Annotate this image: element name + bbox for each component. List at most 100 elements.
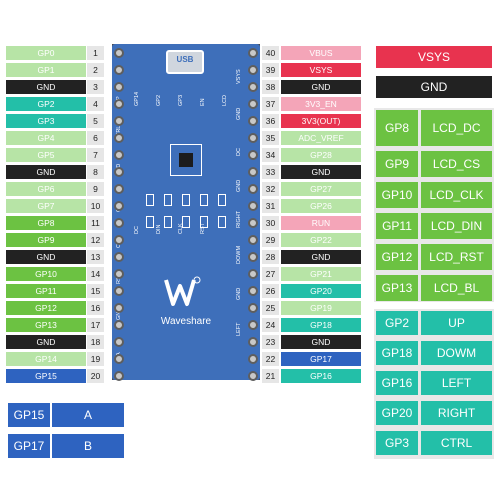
pin-number: 20 — [87, 369, 104, 383]
pin-hole — [114, 354, 124, 364]
pico-board: USB UPCTRLGNDCSCLKRSTGNDAVSYSGNDDCGNDRIG… — [112, 44, 260, 380]
button-function-label: B — [52, 434, 124, 458]
pin-label: GP22 — [281, 233, 361, 247]
joystick-function-label: DOWM — [421, 341, 492, 365]
pin-label: GP18 — [281, 318, 361, 332]
joystick-gp-label: GP16 — [376, 371, 418, 395]
pin-hole — [114, 201, 124, 211]
usb-connector: USB — [166, 50, 204, 74]
pin-label: GND — [6, 335, 86, 349]
pin-number: 5 — [87, 114, 104, 128]
pin-number: 39 — [262, 63, 279, 77]
solder-pad — [146, 216, 154, 228]
pin-hole — [114, 303, 124, 313]
lcd-gp-label: GP11 — [376, 213, 418, 239]
pin-label: GP17 — [281, 352, 361, 366]
silk-right-label: VSYS — [236, 69, 242, 84]
lcd-gp-label: GP10 — [376, 182, 418, 208]
pin-number: 30 — [262, 216, 279, 230]
pin-hole — [114, 116, 124, 126]
pin-hole — [248, 82, 258, 92]
pin-label: GP5 — [6, 148, 86, 162]
pin-number: 40 — [262, 46, 279, 60]
pin-label: GP27 — [281, 182, 361, 196]
pin-number: 19 — [87, 352, 104, 366]
silk-right-label: DC — [236, 148, 242, 156]
pin-label: GP7 — [6, 199, 86, 213]
pin-label: GP4 — [6, 131, 86, 145]
pin-number: 7 — [87, 148, 104, 162]
pin-hole — [248, 320, 258, 330]
silk-mid-label: DIN — [156, 224, 162, 234]
pin-number: 13 — [87, 250, 104, 264]
pin-number: 27 — [262, 267, 279, 281]
waveshare-logo-icon — [162, 272, 202, 312]
pin-label: GP15 — [6, 369, 86, 383]
pin-hole — [248, 201, 258, 211]
lcd-gp-label: GP12 — [376, 244, 418, 270]
pin-number: 21 — [262, 369, 279, 383]
pin-hole — [248, 116, 258, 126]
pin-hole — [114, 65, 124, 75]
silk-right-label: GND — [236, 179, 242, 192]
silk-right-label: DOWM — [236, 245, 242, 264]
pin-hole — [114, 252, 124, 262]
pin-hole — [248, 184, 258, 194]
pin-hole — [114, 337, 124, 347]
pin-hole — [114, 269, 124, 279]
pin-number: 18 — [87, 335, 104, 349]
pin-hole — [248, 303, 258, 313]
pin-hole — [248, 286, 258, 296]
pin-hole — [248, 354, 258, 364]
pin-hole — [248, 150, 258, 160]
solder-pad — [164, 194, 172, 206]
pin-label: GP19 — [281, 301, 361, 315]
pin-label: GP28 — [281, 148, 361, 162]
pin-hole — [248, 99, 258, 109]
pin-number: 22 — [262, 352, 279, 366]
pin-number: 11 — [87, 216, 104, 230]
pin-hole — [114, 235, 124, 245]
silk-mid-label: GP3 — [178, 94, 184, 106]
lcd-function-label: LCD_BL — [421, 275, 492, 301]
pin-number: 37 — [262, 97, 279, 111]
pin-number: 32 — [262, 182, 279, 196]
pin-label: GP26 — [281, 199, 361, 213]
pin-label: GP11 — [6, 284, 86, 298]
pin-label: ADC_VREF — [281, 131, 361, 145]
lcd-function-label: LCD_CS — [421, 151, 492, 177]
joystick-gp-label: GP2 — [376, 311, 418, 335]
pin-number: 35 — [262, 131, 279, 145]
pin-hole — [114, 320, 124, 330]
joystick-gp-label: GP3 — [376, 431, 418, 455]
solder-pad — [200, 216, 208, 228]
solder-pad — [218, 216, 226, 228]
pin-number: 12 — [87, 233, 104, 247]
solder-pad — [164, 216, 172, 228]
pin-label: GND — [281, 250, 361, 264]
silk-mid-label: EN — [200, 98, 206, 106]
lcd-function-label: LCD_DC — [421, 110, 492, 146]
pin-label: GND — [6, 250, 86, 264]
pin-number: 31 — [262, 199, 279, 213]
pin-hole — [248, 269, 258, 279]
lcd-function-label: LCD_RST — [421, 244, 492, 270]
silk-right-label: GND — [236, 107, 242, 120]
button-gp-label: GP17 — [8, 434, 50, 458]
pin-number: 24 — [262, 318, 279, 332]
silk-mid-label: GP2 — [156, 94, 162, 106]
pin-label: GP6 — [6, 182, 86, 196]
pin-label: GP20 — [281, 284, 361, 298]
pin-number: 25 — [262, 301, 279, 315]
pin-number: 10 — [87, 199, 104, 213]
silk-right-label: RIGHT — [236, 210, 242, 228]
silk-mid-label: DC — [134, 226, 140, 234]
pin-hole — [114, 82, 124, 92]
pin-number: 29 — [262, 233, 279, 247]
pin-hole — [114, 150, 124, 160]
pin-label: VBUS — [281, 46, 361, 60]
power-gnd: GND — [376, 76, 492, 98]
pin-hole — [248, 133, 258, 143]
pin-hole — [114, 286, 124, 296]
button-function-label: A — [52, 403, 124, 427]
